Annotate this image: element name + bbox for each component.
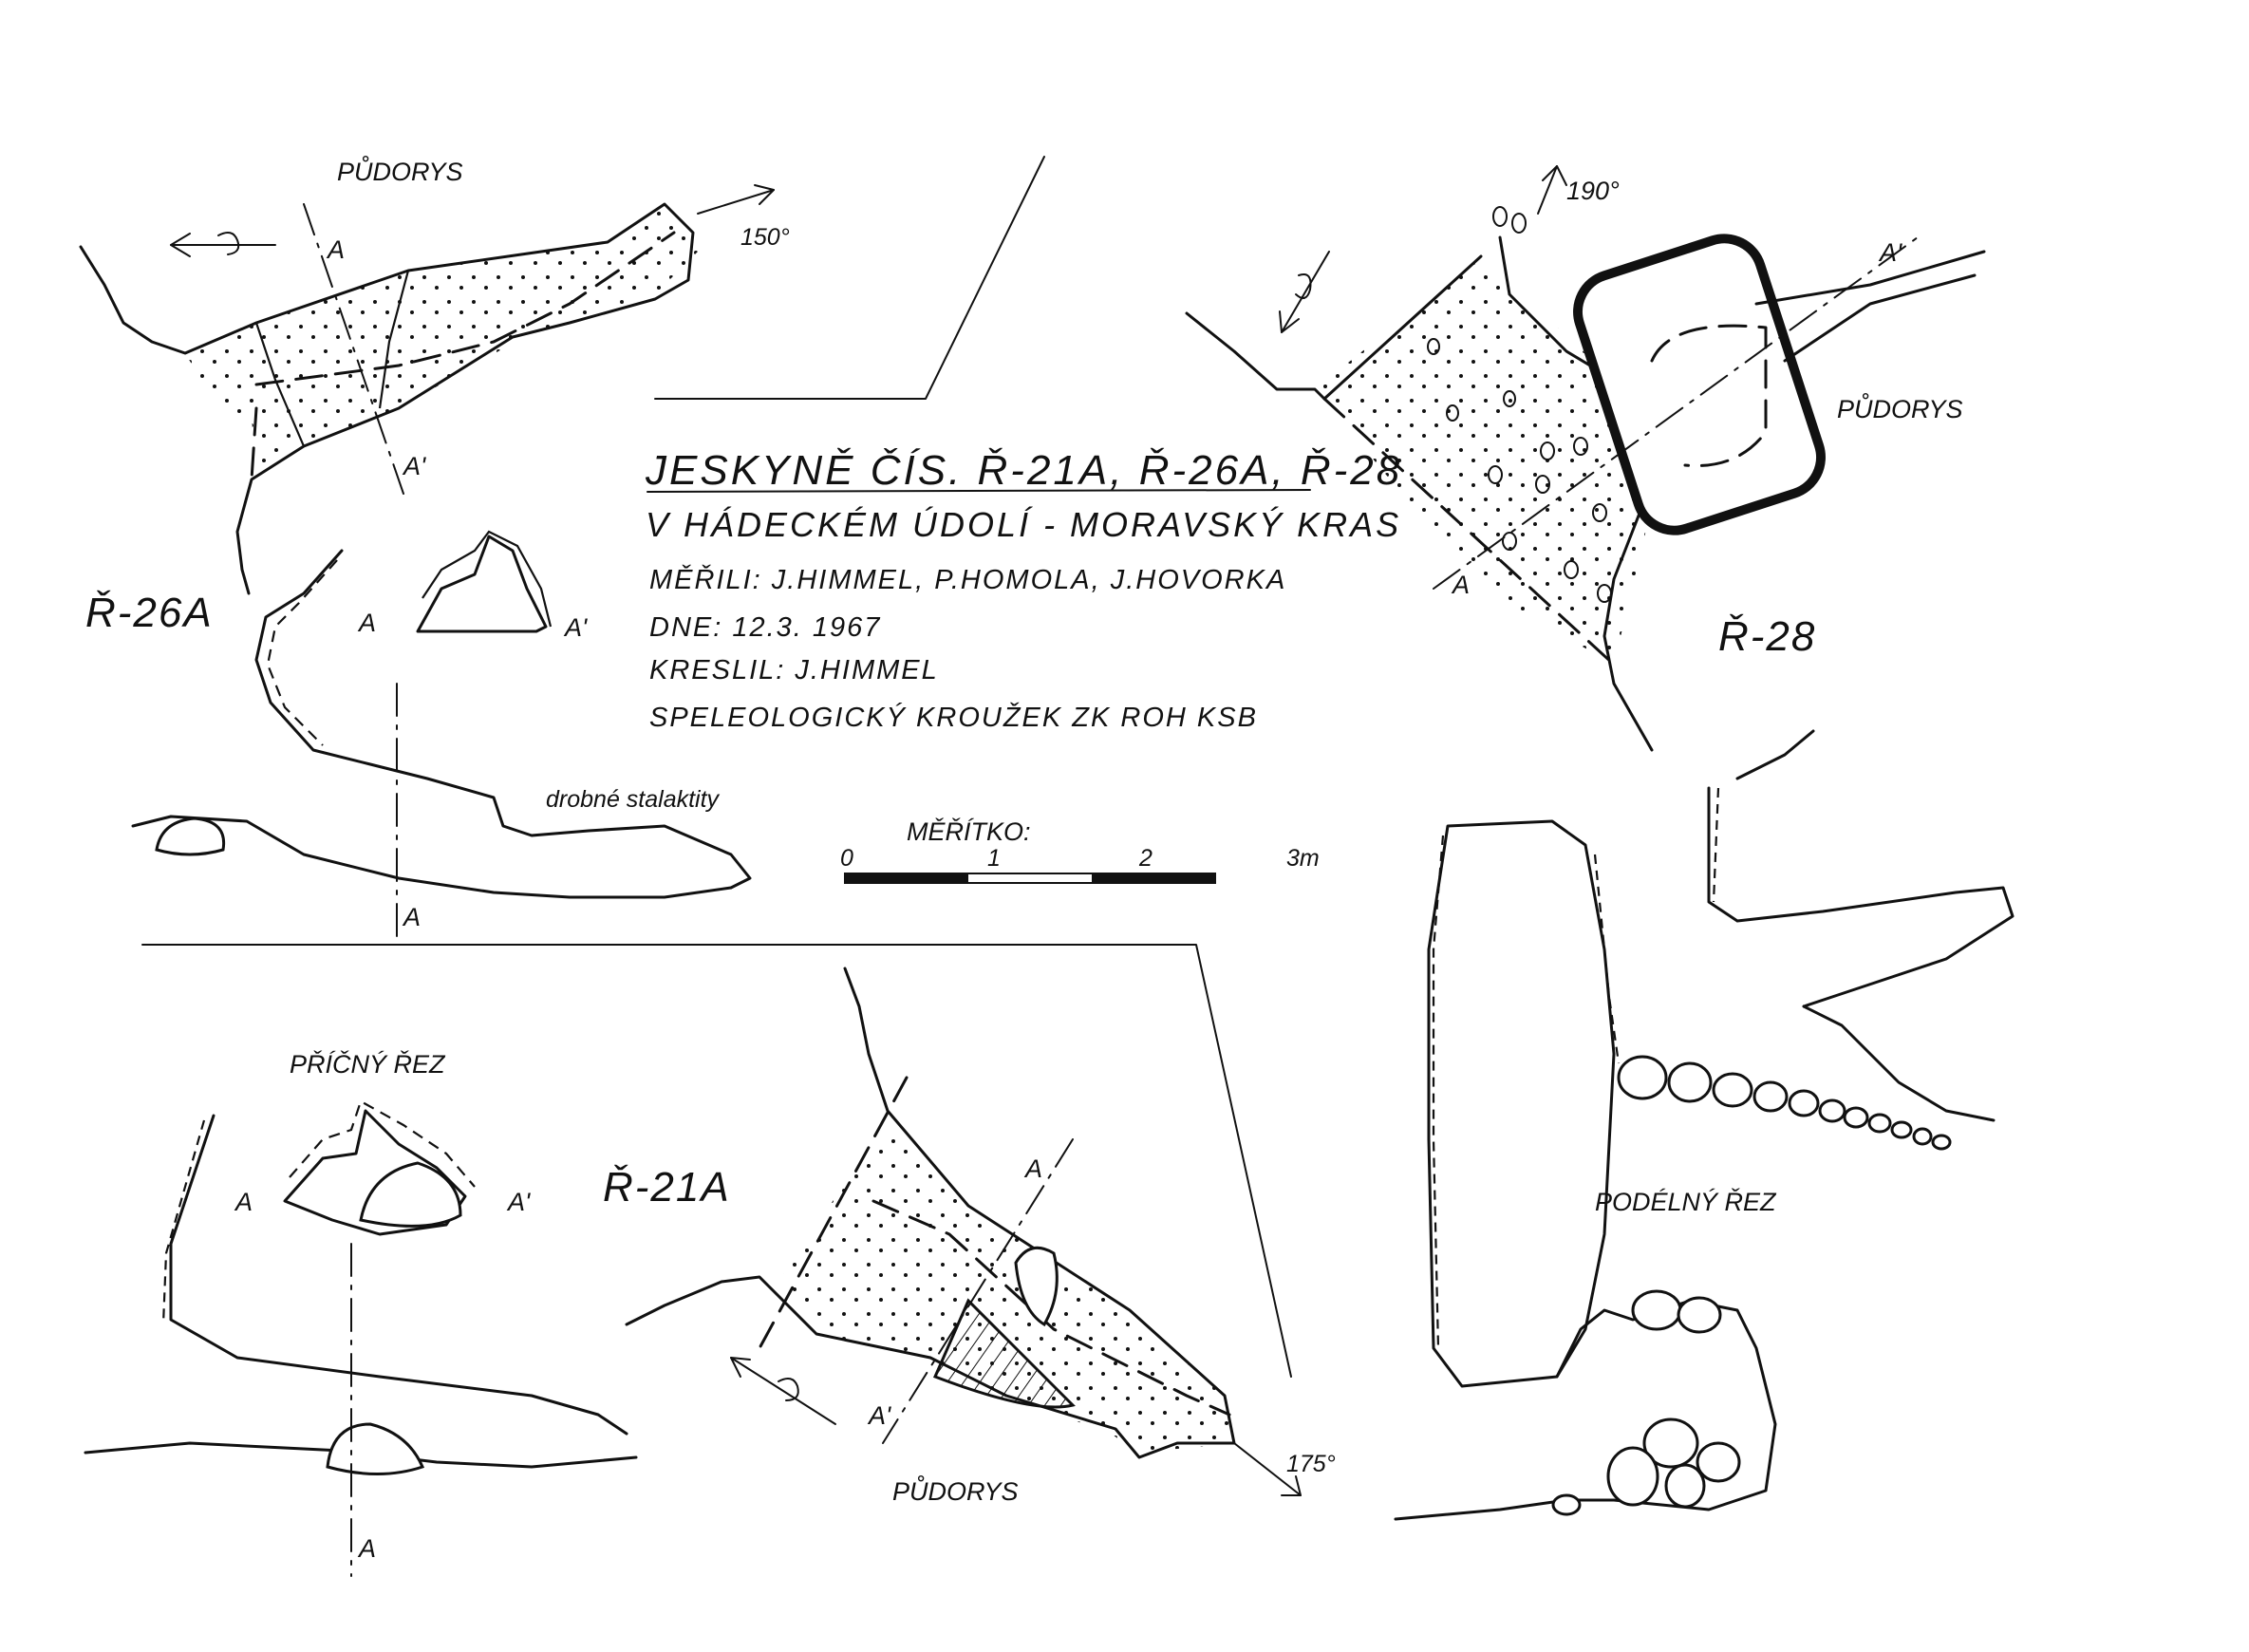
r26a-plan-label: PŮDORYS <box>337 154 463 186</box>
r26a-long-hatch <box>266 559 338 746</box>
r21a-long-mark-a: A <box>357 1534 376 1563</box>
scale-tick-0: 0 <box>840 845 853 872</box>
r21a-cave-name: Ř-21A <box>603 1164 731 1211</box>
scale-tick-1: 1 <box>987 845 1001 872</box>
r26a-step-2 <box>378 270 410 409</box>
r28-long-upper-2 <box>1707 786 2015 1008</box>
r21a-long-hatch <box>161 1119 206 1325</box>
r28-pit-dropline <box>1650 324 1768 468</box>
scale-tick-2: 2 <box>1138 845 1153 872</box>
r26a-long-mark-a: A <box>402 903 421 931</box>
r26a-cross-section <box>416 535 548 633</box>
r28-long-upper-1 <box>1735 729 1815 780</box>
r26a-plan-axis <box>254 231 676 386</box>
r28-rubble <box>1427 206 1612 603</box>
r21a-plan-boulder-2 <box>932 1298 1076 1409</box>
r28-bottom-boulders <box>1551 1289 1741 1516</box>
r28-shaft-hatch-left <box>1432 835 1445 1349</box>
r28-pit <box>1573 234 1826 535</box>
scale-tick-3: 3m <box>1286 845 1320 872</box>
r26a-bearing-arrow: 150° <box>697 184 790 251</box>
r21a-long-ceiling <box>169 1114 628 1436</box>
r28-boulder-chain <box>1617 1055 1952 1151</box>
r26a-cross-mark-a-prime: A' <box>563 613 588 642</box>
r28-plan-entrance <box>1322 397 1616 666</box>
r26a-north-arrow <box>170 231 276 257</box>
cave-r28: PŮDORYS Ř-28 A A' <box>1185 165 2015 1521</box>
survey-date-text: DNE: 12.3. 1967 <box>649 612 881 643</box>
r28-upper-hatch <box>1712 787 1720 903</box>
r28-long-section-label: PODÉLNÝ ŘEZ <box>1595 1187 1777 1216</box>
r21a-mark-a: A <box>1023 1155 1042 1183</box>
r26a-plan-wall <box>79 202 695 595</box>
r26a-boulder <box>155 817 226 856</box>
r26a-bearing: 150° <box>740 224 790 251</box>
scale-segment-3 <box>1092 873 1215 883</box>
r21a-plan-label: PŮDORYS <box>892 1474 1019 1506</box>
r28-plan-label: PŮDORYS <box>1837 391 1963 423</box>
r28-plan-wall-left <box>1185 254 1483 401</box>
r28-shaft-hatch-right <box>1593 854 1621 1064</box>
r28-long-lower <box>1802 1004 1996 1122</box>
scale-label: MĚŘÍTKO: <box>907 817 1031 846</box>
r26a-stalactites-note: drobné stalaktity <box>546 786 721 813</box>
r21a-boulder <box>326 1422 425 1475</box>
cave-r26a: PŮDORYS Ř-26A A A' 150° A A' <box>79 154 790 941</box>
r26a-plan-floor <box>185 204 698 475</box>
scale-bar: MĚŘÍTKO: 0 1 2 3m <box>840 817 1320 884</box>
r26a-cross-mark-a: A <box>357 609 376 637</box>
r21a-cross-mark-a-prime: A' <box>506 1188 531 1216</box>
r26a-long-ceiling <box>254 549 752 890</box>
frame-line-middle <box>141 944 1292 1378</box>
r21a-mark-a-prime: A' <box>867 1401 891 1430</box>
frame-lines <box>141 156 1292 1378</box>
r21a-cross-boulder <box>359 1161 462 1228</box>
r28-long-shaft <box>1427 819 1616 1388</box>
r21a-plan-wall <box>625 967 1236 1459</box>
r21a-section-line <box>882 1138 1074 1444</box>
r26a-section-line <box>303 203 404 495</box>
r21a-bearing-arrow: 175° <box>1233 1442 1336 1496</box>
cave-r21a: Ř-21A PŮDORYS PŘÍČNÝ ŘEZ A A' A A A' <box>84 967 1336 1577</box>
club-text: SPELEOLOGICKÝ KROUŽEK ZK ROH KSB <box>649 702 1258 733</box>
r28-mark-a-prime: A' <box>1878 238 1902 267</box>
title-line-1: JESKYNĚ ČÍS. Ř-21A, Ř-26A, Ř-28 <box>645 446 1402 494</box>
r28-plan-passage <box>1754 250 1986 306</box>
drawn-by-text: KRESLIL: J.HIMMEL <box>649 655 939 685</box>
r28-bearing: 190° <box>1566 177 1620 205</box>
r26a-cross-hatch <box>422 530 553 628</box>
r21a-plan-boulder-1 <box>1014 1246 1059 1327</box>
r28-long-bottom <box>1394 1299 1777 1521</box>
r21a-cross-section <box>283 1109 467 1236</box>
r28-cave-name: Ř-28 <box>1718 613 1816 660</box>
r26a-step-1 <box>254 322 306 447</box>
frame-line-top <box>654 156 1045 400</box>
r26a-cave-name: Ř-26A <box>85 590 214 636</box>
r21a-bearing: 175° <box>1286 1451 1336 1477</box>
r28-plan-passage-2 <box>1783 273 1977 363</box>
r28-section-line <box>1433 236 1919 590</box>
r21a-north-arrow <box>730 1357 836 1425</box>
r21a-plan-floor <box>783 1116 1234 1453</box>
r26a-plan-entrance <box>250 406 258 481</box>
r28-mark-a: A <box>1451 571 1470 599</box>
title-underline <box>647 489 1311 493</box>
r21a-plan-axis <box>871 1199 1231 1417</box>
title-line-2: V HÁDECKÉM ÚDOLÍ - MORAVSKÝ KRAS <box>646 505 1401 544</box>
title-block: JESKYNĚ ČÍS. Ř-21A, Ř-26A, Ř-28 V HÁDECK… <box>645 446 1402 733</box>
r26a-mark-a: A <box>326 235 345 264</box>
scale-segment-1 <box>845 873 968 883</box>
surveyors-text: MĚŘILI: J.HIMMEL, P.HOMOLA, J.HOVORKA <box>649 564 1286 595</box>
r26a-mark-a-prime: A' <box>402 452 426 480</box>
r28-bearing-arrow: 190° <box>1537 165 1620 215</box>
r21a-plan-entrance <box>758 1076 909 1350</box>
r21a-cross-label: PŘÍČNÝ ŘEZ <box>290 1049 446 1079</box>
r21a-cross-hatch <box>289 1099 476 1188</box>
r28-north-arrow <box>1279 251 1330 333</box>
r21a-cross-mark-a: A <box>234 1188 253 1216</box>
